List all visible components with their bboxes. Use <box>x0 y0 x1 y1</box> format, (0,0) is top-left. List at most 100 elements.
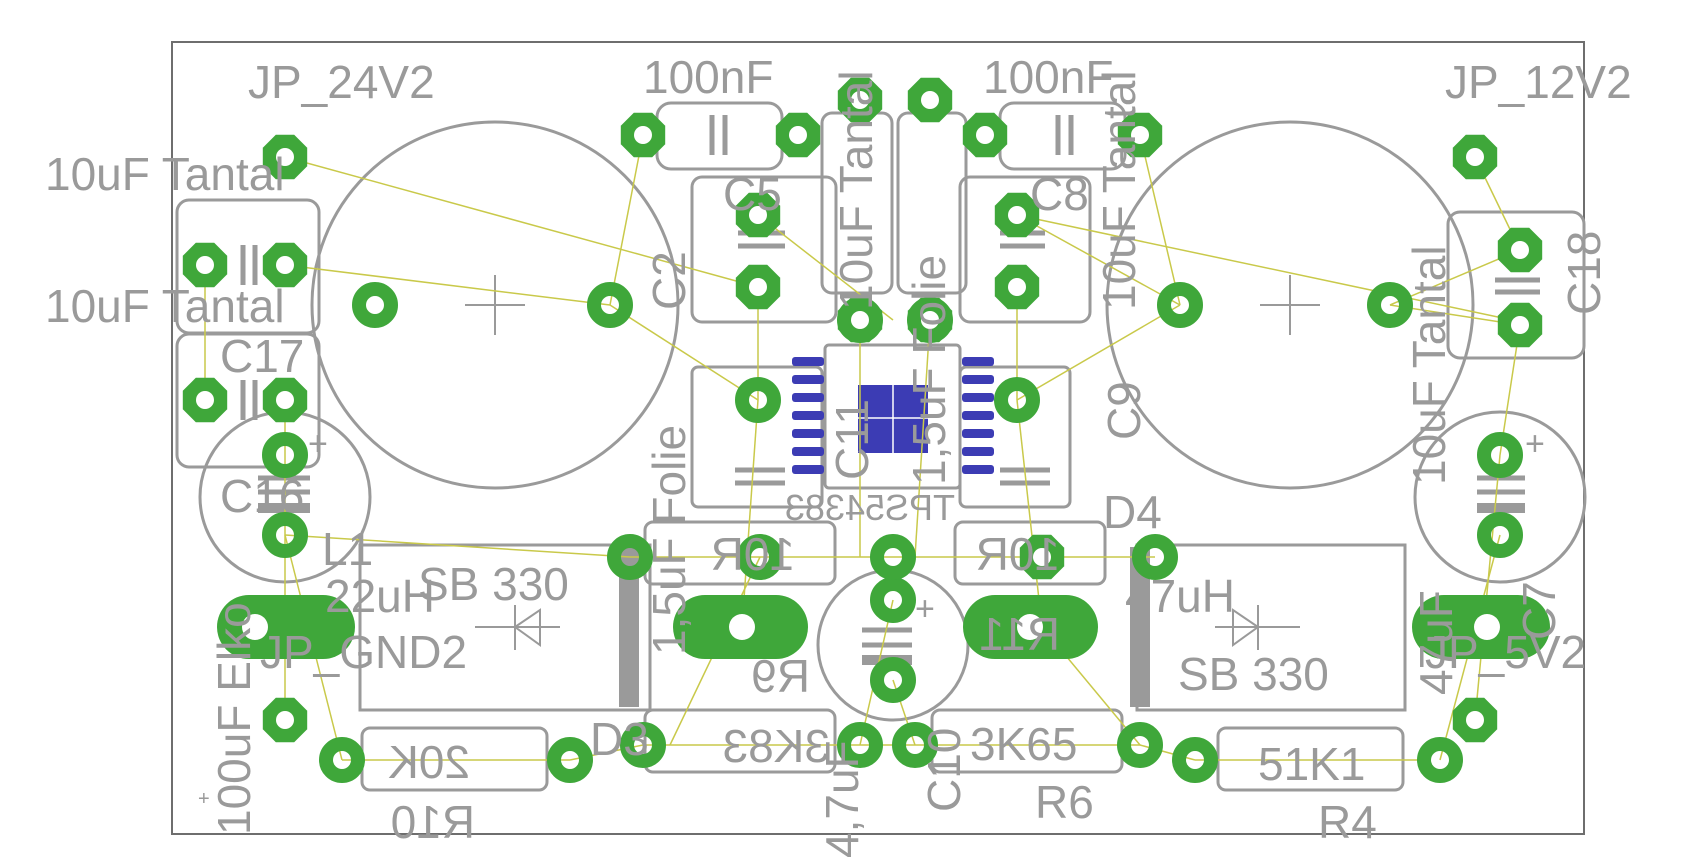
through-hole-pad[interactable] <box>737 534 783 580</box>
pad-hole <box>1511 241 1529 259</box>
pad-hole <box>276 256 294 274</box>
pad-hole <box>1466 711 1484 729</box>
pad-hole <box>1131 126 1149 144</box>
r11-name-label: R11 <box>979 608 1060 660</box>
pad-hole <box>921 91 939 109</box>
c2-value-label: 1,5uF Folie <box>643 425 695 655</box>
r4-outline <box>1216 726 1405 792</box>
through-hole-pad[interactable] <box>1417 737 1463 783</box>
through-hole-pad[interactable] <box>994 377 1040 423</box>
pad-hole <box>851 311 869 329</box>
c2-film-symbol <box>735 467 785 486</box>
d4-symbol <box>1215 605 1300 650</box>
c10-plus-mark: + <box>915 590 935 628</box>
air-wire <box>1474 454 1501 721</box>
ic-pin-l1 <box>792 357 824 366</box>
d3-symbol <box>475 605 560 650</box>
d4-value-label: SB 330 <box>1178 648 1329 700</box>
through-hole-pad[interactable] <box>607 534 653 580</box>
pad-hole <box>634 126 652 144</box>
pad-hole <box>1008 206 1026 224</box>
jp-24v2-label: JP_24V2 <box>248 56 435 108</box>
ic-center-mark <box>858 385 928 453</box>
c3-value-label: 10uF Tantal <box>830 70 882 310</box>
air-wire <box>284 156 759 288</box>
air-wire <box>741 399 759 628</box>
ic-pin-l3 <box>792 393 824 402</box>
pad-hole <box>789 126 807 144</box>
d4-name-label: D4 <box>1103 486 1162 538</box>
through-hole-pad[interactable] <box>620 722 666 768</box>
ic-pin-r6 <box>962 447 994 456</box>
through-hole-pad[interactable] <box>587 282 633 328</box>
c2-name-label: C2 <box>643 251 695 310</box>
air-wire <box>609 134 644 306</box>
pad-hole <box>242 614 268 640</box>
r4-value-label: 51K1 <box>1258 738 1365 790</box>
c18-outline <box>1446 210 1586 360</box>
c100nf-left-symbol <box>709 115 728 155</box>
c1-plus-mark: + <box>308 425 328 463</box>
c7-name-label: C7 <box>1513 581 1565 640</box>
air-wire <box>1016 304 1181 401</box>
pad-hole <box>276 391 294 409</box>
c17-value-label: 10uF Tantal <box>45 148 285 200</box>
pad-hole <box>749 278 767 296</box>
c2-center-mark <box>465 275 525 335</box>
through-hole-pad[interactable] <box>319 737 365 783</box>
c5-value-label: 100nF <box>643 51 773 103</box>
board-outline <box>171 41 1585 835</box>
pad-hole <box>1511 316 1529 334</box>
ic-outline <box>823 343 962 490</box>
d3-cathode-bar <box>619 547 639 707</box>
through-hole-pad[interactable] <box>547 737 593 783</box>
c100nf-left-outline <box>655 101 784 171</box>
ic-pin-r2 <box>962 375 994 384</box>
through-hole-pad[interactable] <box>1367 282 1413 328</box>
through-hole-pad[interactable] <box>1172 737 1218 783</box>
origin-mark: + <box>198 788 210 810</box>
ic-pin-r7 <box>962 465 994 474</box>
r3-outline <box>643 708 837 774</box>
ic-pin-l5 <box>792 429 824 438</box>
ic-pin-r3 <box>962 393 994 402</box>
c18-name-label: C18 <box>1558 231 1610 315</box>
through-hole-pad[interactable] <box>352 282 398 328</box>
c18-value-label: 10uF Tantal <box>1403 245 1455 485</box>
jp-gnd2-pad-left[interactable] <box>217 595 355 659</box>
c8-box-outline <box>958 175 1092 324</box>
jp-5v2-label: JP_5V2 <box>1425 626 1586 678</box>
through-hole-pad[interactable] <box>262 512 308 558</box>
through-hole-pad[interactable] <box>1117 722 1163 768</box>
c16-outline <box>175 332 321 469</box>
c5-name-label: C5 <box>723 168 782 220</box>
through-hole-pad[interactable] <box>735 377 781 423</box>
through-hole-pad[interactable] <box>1132 534 1178 580</box>
air-wire <box>284 264 611 306</box>
air-wire <box>609 304 759 401</box>
air-wire <box>284 534 631 558</box>
through-hole-pad[interactable] <box>262 432 308 478</box>
c11-value-label: 1,5uF Folie <box>903 255 955 485</box>
through-hole-pad[interactable] <box>870 657 916 703</box>
r9-value-label: 10R <box>711 528 795 580</box>
through-hole-pad[interactable] <box>837 722 883 768</box>
c16-symbol <box>240 380 258 420</box>
pad-hole <box>276 711 294 729</box>
c10-symbol <box>862 627 912 648</box>
jp-12v2-label: JP_12V2 <box>1445 56 1632 108</box>
through-hole-pad[interactable] <box>870 534 916 580</box>
air-wire <box>1016 214 1513 321</box>
c10-value-label: 4,7uF <box>816 740 868 858</box>
pad-hole <box>921 311 939 329</box>
through-hole-pad[interactable] <box>1157 282 1203 328</box>
c9-electrolytic-outline <box>1105 120 1475 490</box>
r10-value-label: 20K <box>388 736 470 788</box>
through-hole-pad[interactable] <box>1477 512 1523 558</box>
r6-name-label: R6 <box>1035 776 1094 828</box>
through-hole-pad[interactable] <box>870 577 916 623</box>
through-hole-pad[interactable] <box>1477 432 1523 478</box>
pad-hole <box>1033 548 1051 566</box>
through-hole-pad[interactable] <box>892 722 938 768</box>
r9-name-label: R9 <box>751 650 810 702</box>
